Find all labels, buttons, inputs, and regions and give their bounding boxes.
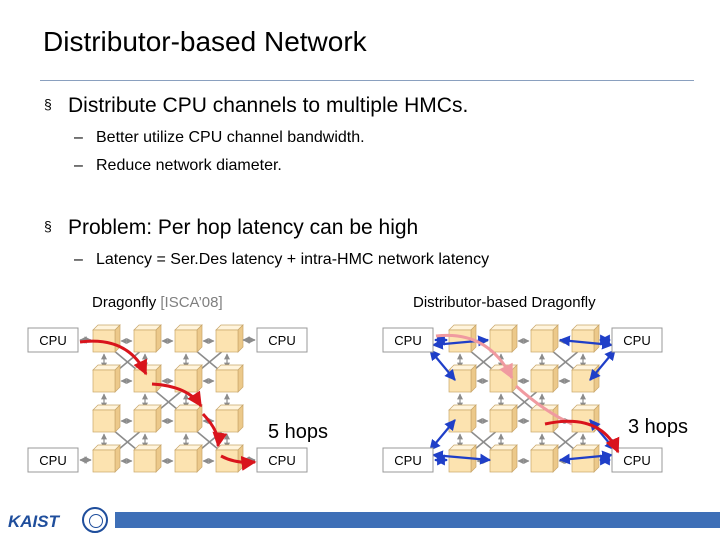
cpu-channel-link xyxy=(558,450,614,465)
university-seal xyxy=(82,507,108,533)
sub-bullet-1-2: –Reduce network diameter. xyxy=(74,157,282,175)
cpu-label: CPU xyxy=(39,453,66,468)
right-cpu-top-right: CPU xyxy=(611,327,663,353)
right-hmc-cube xyxy=(489,444,518,473)
left-diagram-caption: Dragonfly [ISCA’08] xyxy=(92,294,223,311)
bullet-marker: § xyxy=(44,96,52,112)
left-hmc-cube xyxy=(215,364,244,393)
left-hmc-cube xyxy=(92,404,121,433)
sub-marker: – xyxy=(74,129,83,146)
hop-3 xyxy=(544,419,620,454)
right-hops-label: 3 hops xyxy=(628,416,688,438)
left-cpu-top-right: CPU xyxy=(256,327,308,353)
cpu-label: CPU xyxy=(394,453,421,468)
footer-bar xyxy=(115,512,720,528)
right-cpu-bottom-left: CPU xyxy=(382,447,434,473)
right-cpu-bottom-right: CPU xyxy=(611,447,663,473)
bullet-marker: § xyxy=(44,218,52,234)
right-hmc-cubes xyxy=(448,324,600,473)
bullet-1-text: Distribute CPU channels to multiple HMCs… xyxy=(68,94,469,117)
sub-bullet-2-1: –Latency = Ser.Des latency + intra-HMC n… xyxy=(74,251,489,269)
left-hmc-cube xyxy=(133,364,162,393)
left-cpu-bottom-right: CPU xyxy=(256,447,308,473)
sub-bullet-1-1-text: Better utilize CPU channel bandwidth. xyxy=(96,129,365,146)
kaist-logo: KAIST xyxy=(8,512,59,531)
left-hops-label: 5 hops xyxy=(268,421,328,443)
hop-2 xyxy=(151,382,203,408)
right-hmc-cube xyxy=(489,324,518,353)
left-caption-text: Dragonfly xyxy=(92,294,157,311)
right-hmc-cube xyxy=(448,404,477,433)
cpu-label: CPU xyxy=(268,453,295,468)
right-hmc-cube xyxy=(530,324,559,353)
right-hmc-cube xyxy=(530,404,559,433)
cpu-label: CPU xyxy=(268,333,295,348)
right-hmc-cube xyxy=(489,404,518,433)
left-cpu-bottom-left: CPU xyxy=(27,447,79,473)
sub-bullet-2-1-text: Latency = Ser.Des latency + intra-HMC ne… xyxy=(96,251,490,268)
cpu-channel-link xyxy=(431,450,492,465)
right-hmc-cube xyxy=(571,404,600,433)
slide-title: Distributor-based Network xyxy=(43,26,367,57)
cpu-channel-link xyxy=(589,349,616,381)
left-hmc-cube xyxy=(215,444,244,473)
left-hmc-cube xyxy=(174,444,203,473)
left-cpu-top-left: CPU xyxy=(27,327,79,353)
right-hmc-cube xyxy=(530,444,559,473)
left-grid-links xyxy=(101,338,230,464)
right-diagram-caption: Distributor-based Dragonfly xyxy=(413,294,596,311)
right-three-hop-path xyxy=(435,333,620,454)
left-hmc-cube xyxy=(174,324,203,353)
title-divider xyxy=(40,80,694,81)
left-hmc-cubes xyxy=(92,324,244,473)
left-hmc-cube xyxy=(215,324,244,353)
hop-3 xyxy=(201,412,228,448)
sub-bullet-1-2-text: Reduce network diameter. xyxy=(96,157,282,174)
right-grid-links xyxy=(457,338,586,464)
hop-1 xyxy=(435,333,514,380)
hop-4 xyxy=(220,454,257,471)
left-five-hop-path xyxy=(79,339,257,471)
sub-marker: – xyxy=(74,251,83,268)
cpu-channel-link xyxy=(429,349,456,381)
left-hmc-cube xyxy=(174,404,203,433)
cpu-label: CPU xyxy=(39,333,66,348)
left-hmc-cube xyxy=(133,404,162,433)
cpu-label: CPU xyxy=(623,333,650,348)
left-hmc-cube xyxy=(92,324,121,353)
left-cpu-links xyxy=(79,336,256,464)
cpu-channel-link xyxy=(558,335,614,350)
right-hmc-cube xyxy=(571,364,600,393)
sub-marker: – xyxy=(74,157,83,174)
left-caption-citation: [ISCA’08] xyxy=(160,294,223,311)
right-hmc-cube xyxy=(571,324,600,353)
cpu-label: CPU xyxy=(394,333,421,348)
cpu-label: CPU xyxy=(623,453,650,468)
left-hmc-cube xyxy=(133,324,162,353)
left-hmc-cube xyxy=(92,444,121,473)
right-hmc-cube xyxy=(489,364,518,393)
left-hmc-cube xyxy=(215,404,244,433)
bullet-1: § Distribute CPU channels to multiple HMC… xyxy=(44,94,468,118)
hop-1 xyxy=(79,339,148,376)
right-cpu-top-left: CPU xyxy=(382,327,434,353)
cpu-channel-link xyxy=(429,419,456,451)
bullet-2-text: Problem: Per hop latency can be high xyxy=(68,216,419,239)
left-hmc-cube xyxy=(92,364,121,393)
sub-bullet-1-1: –Better utilize CPU channel bandwidth. xyxy=(74,129,365,147)
right-hmc-cube xyxy=(530,364,559,393)
bullet-2: § Problem: Per hop latency can be high xyxy=(44,216,418,240)
left-hmc-cube xyxy=(133,444,162,473)
